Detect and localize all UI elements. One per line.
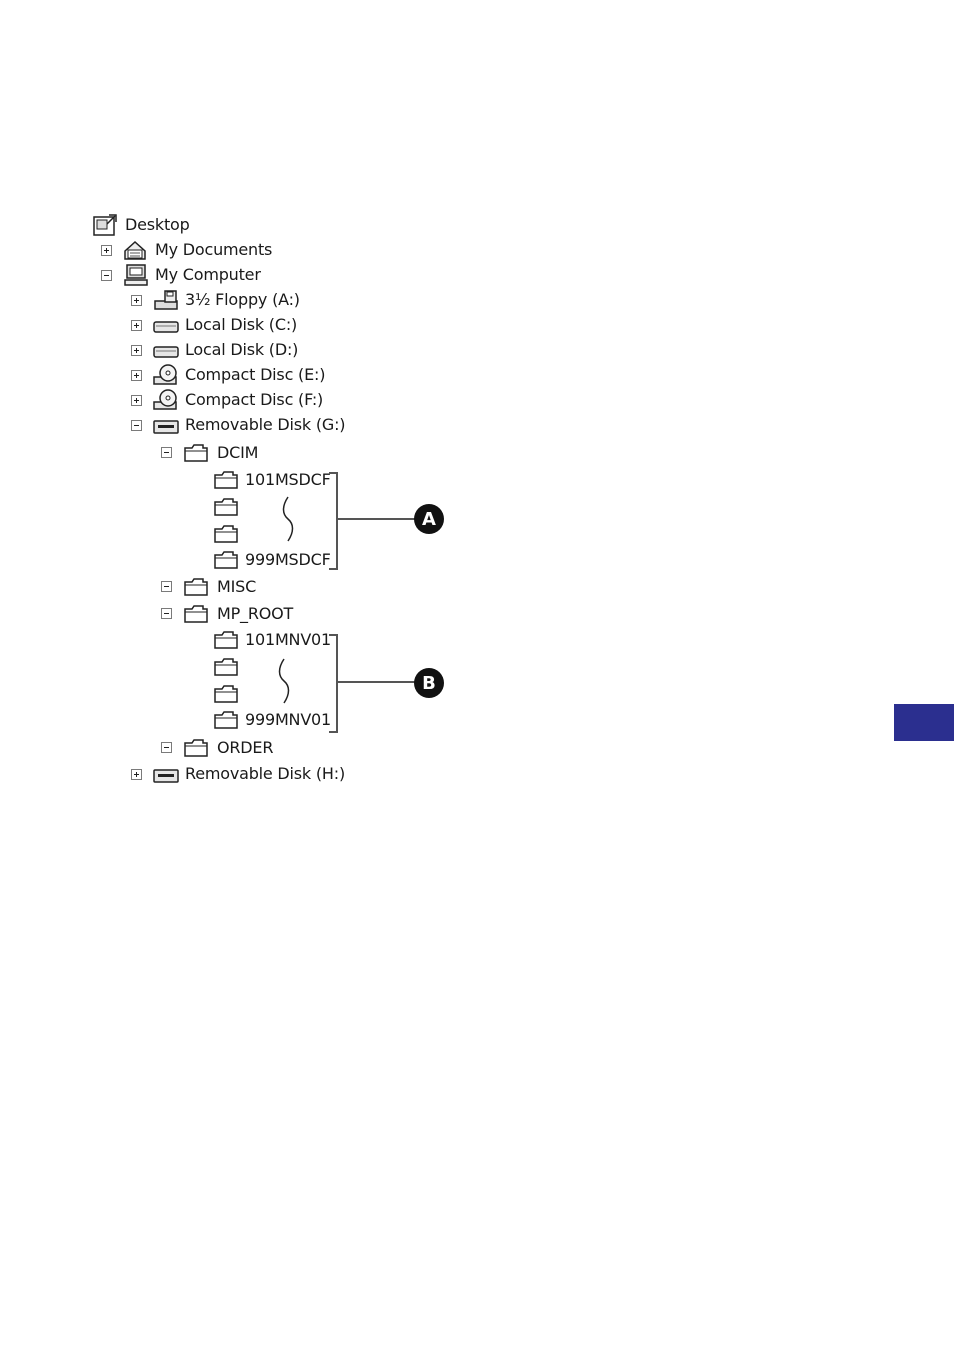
computer-icon (123, 264, 149, 286)
tree-node-101mnv01[interactable]: 101MNV01 (0, 628, 330, 652)
tree-node-mp-root[interactable]: MP_ROOT (0, 602, 300, 626)
floppy-drive-icon (153, 289, 179, 311)
omission-squiggle (280, 496, 296, 542)
expand-toggle[interactable] (131, 345, 142, 356)
omission-squiggle (276, 658, 292, 704)
tree-node-misc[interactable]: MISC (0, 575, 300, 599)
tree-node-folder[interactable] (0, 682, 250, 706)
hard-disk-icon (153, 339, 179, 361)
expand-toggle[interactable] (131, 295, 142, 306)
callout-line-a (337, 518, 415, 520)
tree-label: Removable Disk (G:) (185, 415, 345, 435)
tree-node-101msdcf[interactable]: 101MSDCF (0, 468, 330, 492)
collapse-toggle[interactable] (161, 581, 172, 592)
tree-label: 101MNV01 (245, 630, 331, 650)
tree-node-order[interactable]: ORDER (0, 736, 300, 760)
tree-label: MISC (217, 577, 256, 597)
tree-label: My Documents (155, 240, 272, 260)
callout-badge-a: A (414, 504, 444, 534)
folder-icon (183, 442, 209, 464)
cd-drive-icon (153, 364, 179, 386)
collapse-toggle[interactable] (161, 742, 172, 753)
collapse-toggle[interactable] (161, 447, 172, 458)
folder-icon (213, 496, 239, 518)
folder-icon (213, 656, 239, 678)
tree-label: Removable Disk (H:) (185, 764, 345, 784)
collapse-toggle[interactable] (161, 608, 172, 619)
tree-node-compact-disc-f[interactable]: Compact Disc (F:) (0, 388, 320, 412)
tree-label: Compact Disc (E:) (185, 365, 325, 385)
tree-label: ORDER (217, 738, 273, 758)
expand-toggle[interactable] (131, 769, 142, 780)
tree-label: Compact Disc (F:) (185, 390, 323, 410)
callout-badge-b: B (414, 668, 444, 698)
collapse-toggle[interactable] (101, 270, 112, 281)
bracket-b (329, 634, 338, 733)
tree-label: 101MSDCF (245, 470, 331, 490)
tree-label: DCIM (217, 443, 258, 463)
tree-node-my-documents[interactable]: My Documents (0, 238, 300, 262)
expand-toggle[interactable] (131, 370, 142, 381)
desktop-icon (93, 214, 119, 236)
tree-node-compact-disc-e[interactable]: Compact Disc (E:) (0, 363, 320, 387)
callout-line-b (337, 681, 415, 683)
tree-node-folder[interactable] (0, 655, 250, 679)
cd-drive-icon (153, 389, 179, 411)
tree-label: My Computer (155, 265, 261, 285)
tree-node-dcim[interactable]: DCIM (0, 441, 300, 465)
tree-node-999msdcf[interactable]: 999MSDCF (0, 548, 330, 572)
tree-label: MP_ROOT (217, 604, 293, 624)
tree-node-folder[interactable] (0, 495, 250, 519)
removable-disk-icon (153, 414, 179, 436)
tree-label: Desktop (125, 215, 190, 235)
tree-node-desktop[interactable]: Desktop (0, 213, 300, 237)
tree-node-folder[interactable] (0, 522, 250, 546)
folder-icon (213, 523, 239, 545)
side-index-tab (894, 704, 954, 741)
tree-node-floppy-a[interactable]: 3½ Floppy (A:) (0, 288, 320, 312)
folder-icon (183, 737, 209, 759)
tree-label: 999MNV01 (245, 710, 331, 730)
tree-label: 3½ Floppy (A:) (185, 290, 300, 310)
folder-icon (213, 469, 239, 491)
folder-icon (183, 603, 209, 625)
hard-disk-icon (153, 314, 179, 336)
tree-node-removable-disk-g[interactable]: Removable Disk (G:) (0, 413, 340, 437)
tree-label: Local Disk (C:) (185, 315, 297, 335)
tree-node-removable-disk-h[interactable]: Removable Disk (H:) (0, 762, 340, 786)
folder-icon (213, 549, 239, 571)
tree-node-999mnv01[interactable]: 999MNV01 (0, 708, 330, 732)
folder-icon (213, 629, 239, 651)
folder-icon (183, 576, 209, 598)
tree-label: 999MSDCF (245, 550, 331, 570)
expand-toggle[interactable] (131, 395, 142, 406)
collapse-toggle[interactable] (131, 420, 142, 431)
expand-toggle[interactable] (131, 320, 142, 331)
tree-node-my-computer[interactable]: My Computer (0, 263, 300, 287)
folder-icon (213, 709, 239, 731)
expand-toggle[interactable] (101, 245, 112, 256)
bracket-a (329, 472, 338, 570)
tree-node-local-disk-c[interactable]: Local Disk (C:) (0, 313, 320, 337)
tree-node-local-disk-d[interactable]: Local Disk (D:) (0, 338, 320, 362)
tree-label: Local Disk (D:) (185, 340, 298, 360)
my-documents-icon (123, 239, 149, 261)
folder-icon (213, 683, 239, 705)
removable-disk-icon (153, 763, 179, 785)
